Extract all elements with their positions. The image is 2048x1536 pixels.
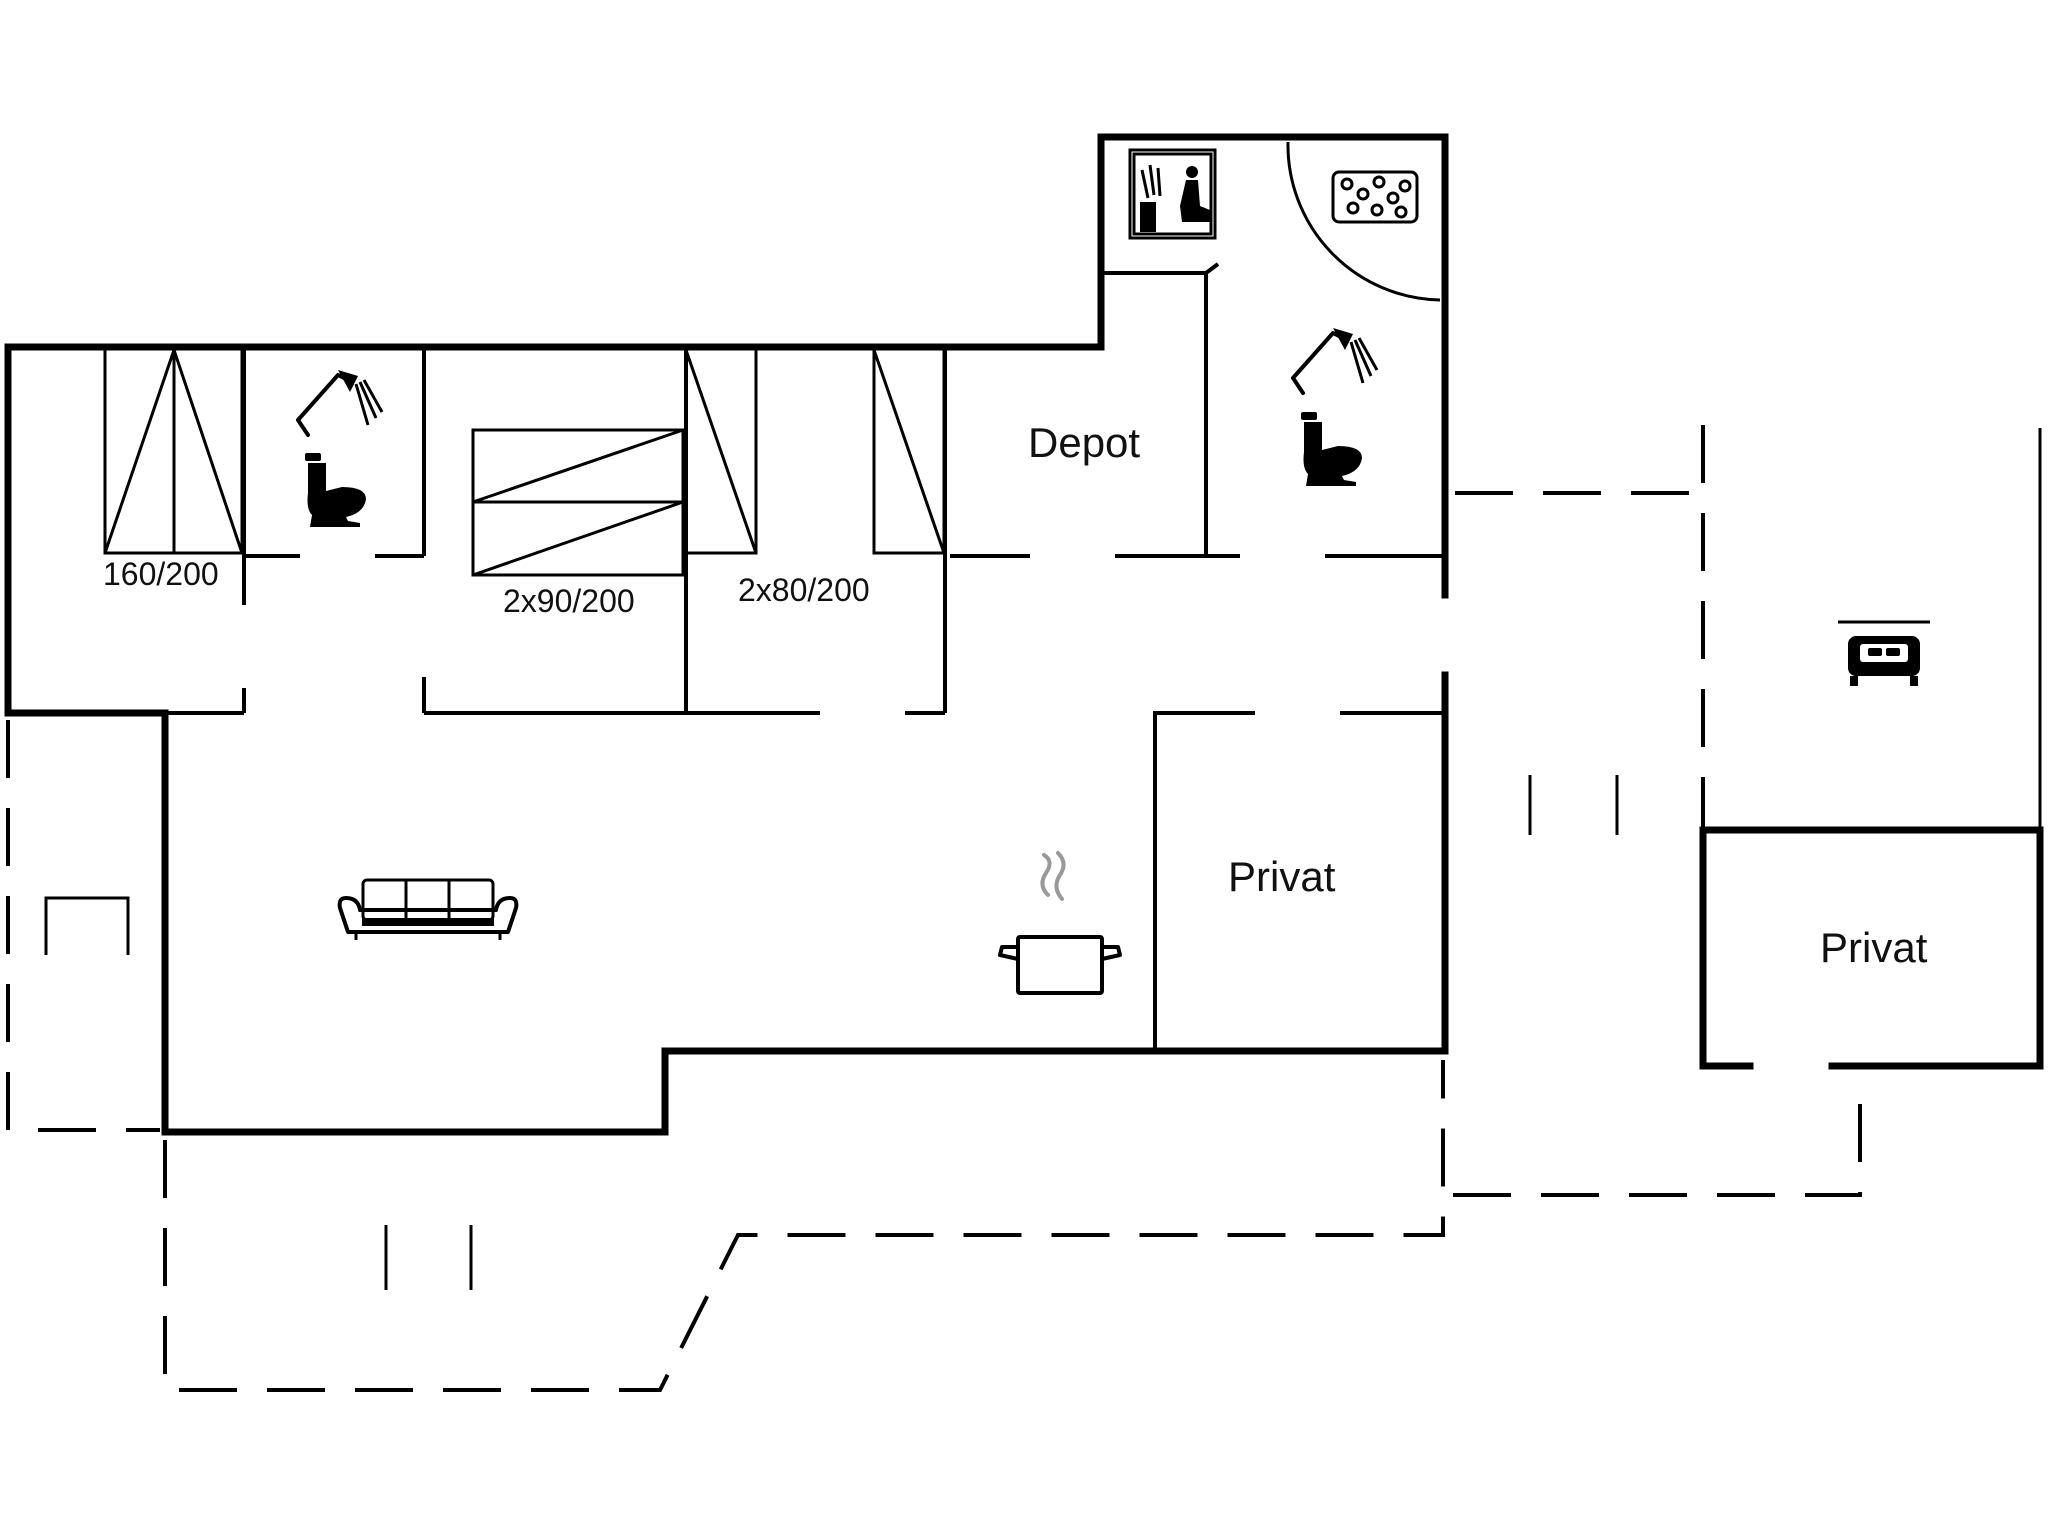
annex-walls — [1699, 428, 2044, 1070]
bed-size-label-2: 2x90/200 — [503, 583, 635, 619]
spa-bath-icon — [1331, 170, 1419, 224]
sofa-icon — [337, 878, 519, 940]
steps — [44, 775, 1619, 1290]
door-swing — [1286, 141, 1441, 302]
bed-size-label-3: 2x80/200 — [738, 572, 870, 608]
room-label-privat-annex: Privat — [1820, 924, 1928, 971]
exterior-walls — [4, 133, 1449, 1136]
interior-walls — [8, 262, 1445, 1051]
double-bed-icon — [1838, 620, 1930, 686]
shower-icon — [1291, 328, 1379, 395]
toilet-icon — [305, 453, 366, 527]
room-label-privat-main: Privat — [1228, 853, 1336, 900]
terrace-outlines — [6, 425, 1862, 1392]
bed-size-label-1: 160/200 — [103, 556, 219, 592]
toilet-icon — [1301, 412, 1362, 486]
cooking-pot-icon — [998, 851, 1122, 995]
room-label-depot: Depot — [1028, 419, 1140, 466]
wardrobes — [103, 345, 946, 577]
shower-icon — [296, 370, 384, 437]
sauna-icon — [1128, 148, 1217, 240]
